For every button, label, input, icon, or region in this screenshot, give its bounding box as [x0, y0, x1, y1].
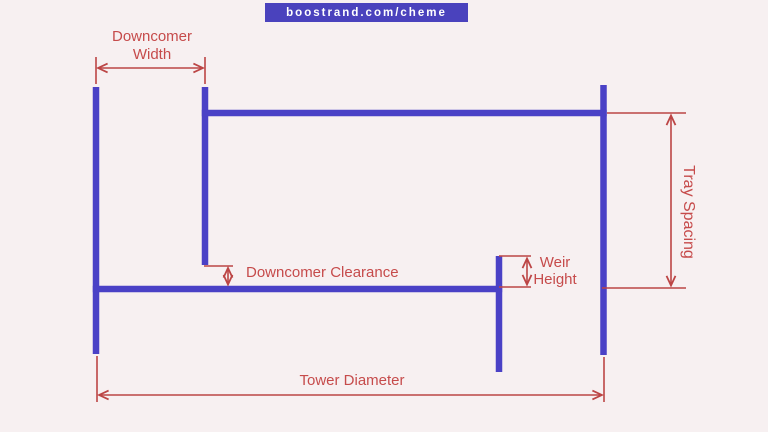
site-badge: boostrand.com/cheme [265, 3, 468, 22]
weir-height-label-line2: Height [533, 271, 577, 288]
tray-spacing-label: Tray Spacing [680, 165, 697, 259]
downcomer-width-label-line2: Width [133, 46, 171, 63]
downcomer-clearance-label: Downcomer Clearance [246, 264, 399, 281]
weir-height-label-line1: Weir [540, 254, 571, 271]
downcomer-width-label-line1: Downcomer [112, 28, 192, 45]
site-url-text: boostrand.com/cheme [286, 6, 447, 19]
tower-diameter-label: Tower Diameter [299, 372, 404, 389]
